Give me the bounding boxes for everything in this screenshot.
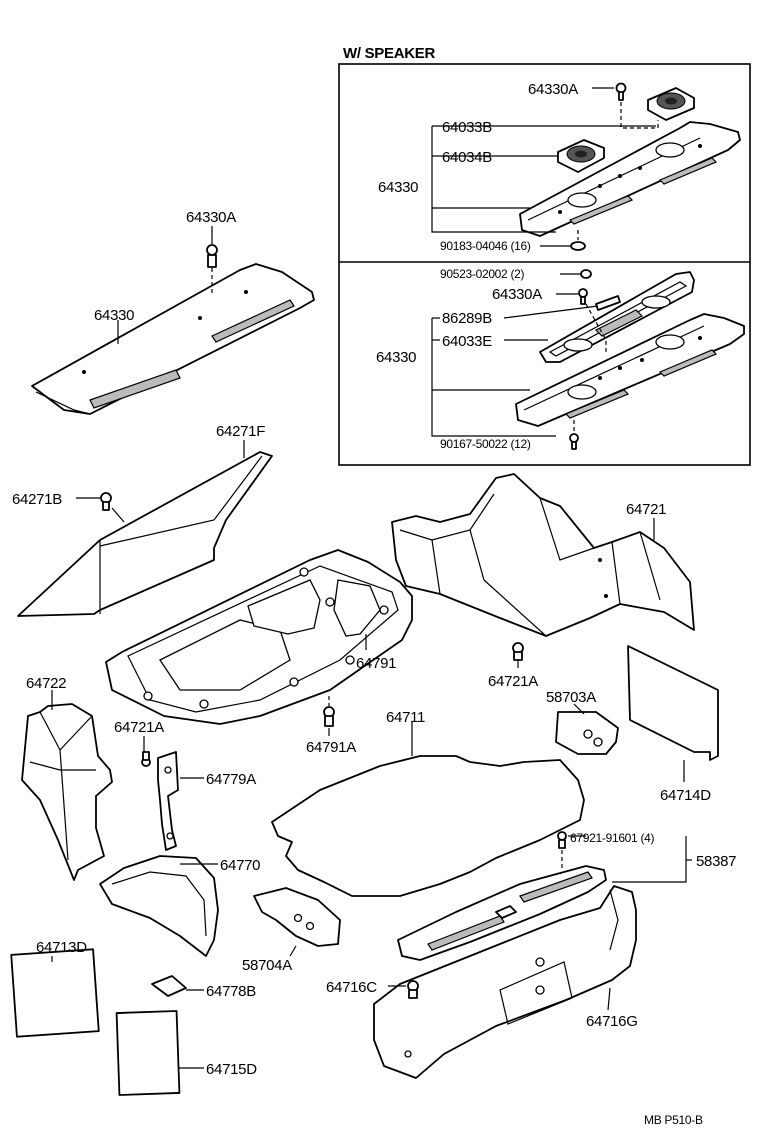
label-64791A: 64791A bbox=[306, 739, 356, 756]
package-tray-trim-64330 bbox=[31, 263, 315, 415]
package-tray-trim-lower bbox=[515, 313, 745, 427]
trunk-side-trim-left-64722 bbox=[21, 703, 113, 881]
cover-panel-64714D bbox=[627, 645, 719, 761]
pad-58703A bbox=[555, 711, 619, 755]
speaker-right bbox=[647, 87, 695, 121]
label-64271B: 64271B bbox=[12, 491, 62, 508]
clip-64330A-left bbox=[206, 244, 218, 268]
clip-64330A-box1 bbox=[615, 82, 627, 101]
clip-67921 bbox=[557, 831, 567, 849]
label-64721A-left: 64721A bbox=[114, 719, 164, 736]
label-64791: 64791 bbox=[356, 655, 396, 672]
clip-64330A-box2 bbox=[578, 288, 588, 305]
label-64330A-speaker-box2: 64330A bbox=[492, 286, 542, 303]
trunk-sill-plate-58387 bbox=[397, 865, 607, 961]
clip-64271B bbox=[100, 492, 112, 511]
label-90183-04046: 90183-04046 (16) bbox=[440, 239, 531, 253]
clip-64721A-left bbox=[141, 751, 151, 767]
label-64330A-speaker-top: 64330A bbox=[528, 81, 578, 98]
label-64711: 64711 bbox=[386, 709, 425, 726]
label-64033B: 64033B bbox=[442, 119, 492, 136]
label-58704A: 58704A bbox=[242, 957, 292, 974]
label-64271F: 64271F bbox=[216, 423, 265, 440]
label-64770: 64770 bbox=[220, 857, 260, 874]
label-64330A: 64330A bbox=[186, 209, 236, 226]
clip-64791A bbox=[323, 706, 335, 727]
label-64721: 64721 bbox=[626, 501, 666, 518]
label-64330-speaker-box1: 64330 bbox=[378, 179, 418, 196]
trunk-rear-trim-64716G bbox=[373, 885, 637, 1079]
label-64715D: 64715D bbox=[206, 1061, 257, 1078]
label-86289B: 86289B bbox=[442, 310, 492, 327]
label-64034B: 64034B bbox=[442, 149, 492, 166]
speaker-box-frame bbox=[338, 63, 751, 466]
label-64330-speaker-box2: 64330 bbox=[376, 349, 416, 366]
label-67921-91601: 67921-91601 (4) bbox=[570, 831, 655, 845]
label-90167-50022: 90167-50022 (12) bbox=[440, 437, 531, 451]
package-tray-trim-with-speakers bbox=[519, 121, 741, 237]
screw-90183 bbox=[570, 241, 586, 251]
bracket-86289B bbox=[595, 295, 621, 311]
pad-64778B bbox=[151, 975, 187, 997]
label-64033E: 64033E bbox=[442, 333, 492, 350]
clip-64716C bbox=[407, 980, 419, 999]
label-64722: 64722 bbox=[26, 675, 66, 692]
trunk-floor-mat-64711 bbox=[271, 755, 585, 897]
label-64779A: 64779A bbox=[206, 771, 256, 788]
label-58387: 58387 bbox=[696, 853, 736, 870]
wheel-house-cover-64770 bbox=[99, 855, 219, 957]
footer-code: MB P510-B bbox=[644, 1113, 703, 1127]
sheet-64713D bbox=[10, 948, 100, 1038]
label-90523-02002: 90523-02002 (2) bbox=[440, 267, 525, 281]
screw-90167 bbox=[569, 433, 579, 450]
sheet-64715D bbox=[115, 1010, 181, 1096]
pad-58704A bbox=[253, 887, 341, 947]
label-58703A: 58703A bbox=[546, 689, 596, 706]
label-64721A-right: 64721A bbox=[488, 673, 538, 690]
label-64778B: 64778B bbox=[206, 983, 256, 1000]
leader-lines bbox=[51, 87, 692, 1069]
label-64330: 64330 bbox=[94, 307, 134, 324]
trunk-lid-lining-64791 bbox=[105, 549, 413, 725]
trunk-side-trim-64721 bbox=[391, 473, 695, 637]
trunk-front-trim-64271F bbox=[17, 451, 273, 617]
speaker-option-box bbox=[338, 63, 751, 466]
label-64716C: 64716C bbox=[326, 979, 377, 996]
speaker-left bbox=[557, 139, 605, 173]
bracket-64779A bbox=[157, 751, 179, 851]
label-64716G: 64716G bbox=[586, 1013, 638, 1030]
clip-64721A-right bbox=[512, 642, 524, 661]
nut-90523 bbox=[580, 269, 592, 279]
label-64713D: 64713D bbox=[36, 939, 87, 956]
speaker-grille-frame bbox=[539, 271, 695, 363]
label-64714D: 64714D bbox=[660, 787, 711, 804]
section-title: W/ SPEAKER bbox=[343, 45, 435, 62]
